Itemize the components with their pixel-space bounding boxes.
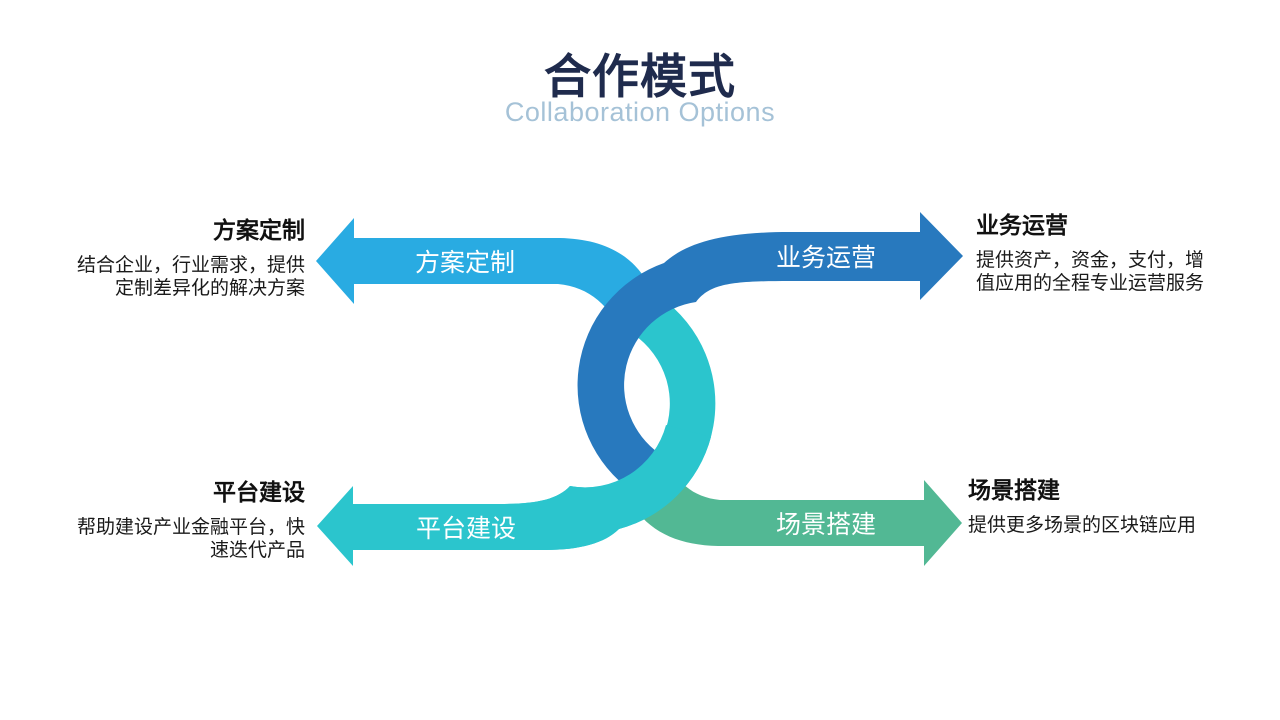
quadrant-description-operation: 提供资产，资金，支付，增 值应用的全程专业运营服务 bbox=[976, 250, 1205, 294]
quadrant-heading-scenario: 场景搭建 bbox=[968, 477, 1060, 503]
quadrant-heading-operation: 业务运营 bbox=[976, 212, 1068, 238]
operation-arrow-ribbon bbox=[577, 212, 963, 492]
scenario-arrow-ribbon bbox=[630, 455, 962, 566]
quadrant-description-platform: 帮助建设产业金融平台，快 速迭代产品 bbox=[76, 517, 305, 561]
arrow-label-solution: 方案定制 bbox=[414, 249, 516, 277]
solution-arrow-ribbon bbox=[316, 218, 648, 338]
quadrant-description-scenario: 提供更多场景的区块链应用 bbox=[968, 515, 1197, 536]
quadrant-block-scenario: 场景搭建 提供更多场景的区块链应用 bbox=[968, 471, 1280, 537]
arrow-label-platform: 平台建设 bbox=[415, 515, 517, 543]
quadrant-block-platform: 平台建设 帮助建设产业金融平台，快 速迭代产品 bbox=[0, 473, 305, 562]
quadrant-heading-solution: 方案定制 bbox=[213, 217, 305, 243]
page-subtitle: Collaboration Options bbox=[504, 97, 776, 127]
arrow-label-scenario: 场景搭建 bbox=[775, 511, 877, 539]
quadrant-block-solution: 方案定制 结合企业，行业需求，提供 定制差异化的解决方案 bbox=[0, 211, 305, 300]
quadrant-heading-platform: 平台建设 bbox=[213, 479, 305, 505]
platform-ring-overlap-patch bbox=[353, 425, 711, 550]
quadrant-block-operation: 业务运营 提供资产，资金，支付，增 值应用的全程专业运营服务 bbox=[976, 206, 1280, 295]
arrow-label-operation: 业务运营 bbox=[775, 244, 877, 272]
page-title: 合作模式 bbox=[544, 50, 736, 103]
quadrant-description-solution: 结合企业，行业需求，提供 定制差异化的解决方案 bbox=[76, 255, 305, 299]
